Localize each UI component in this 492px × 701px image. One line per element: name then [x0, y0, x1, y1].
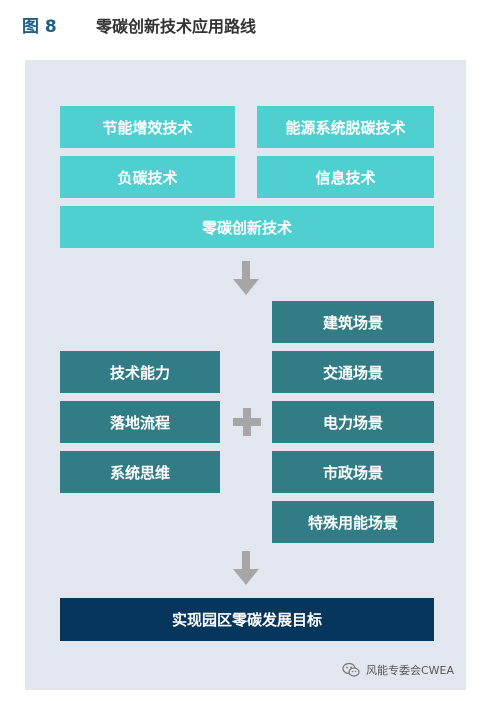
- tech-box-energy-efficiency: 节能增效技术: [60, 106, 235, 148]
- tech-box-energy-decarbonization: 能源系统脱碳技术: [257, 106, 434, 148]
- wechat-icon: [342, 662, 360, 677]
- figure-title: 零碳创新技术应用路线: [96, 17, 257, 36]
- goal-box: 实现园区零碳发展目标: [60, 598, 434, 641]
- down-arrow-icon: [233, 261, 259, 295]
- source-label: 风能专委会CWEA: [365, 664, 454, 677]
- tech-box-information: 信息技术: [257, 156, 434, 198]
- scenario-box-power: 电力场景: [272, 401, 434, 443]
- scenario-box-transport: 交通场景: [272, 351, 434, 393]
- capability-box-systems-thinking: 系统思维: [60, 451, 220, 493]
- down-arrow-icon: [233, 551, 259, 585]
- capability-box-tech: 技术能力: [60, 351, 220, 393]
- summary-box-zero-carbon-tech: 零碳创新技术: [60, 206, 434, 248]
- capability-box-process: 落地流程: [60, 401, 220, 443]
- scenario-box-special-energy: 特殊用能场景: [272, 501, 434, 543]
- tech-box-negative-carbon: 负碳技术: [60, 156, 235, 198]
- source-watermark: 风能专委会CWEA: [342, 662, 454, 678]
- figure-number: 图 8: [22, 17, 57, 37]
- scenario-box-municipal: 市政场景: [272, 451, 434, 493]
- diagram-panel: 节能增效技术 能源系统脱碳技术 负碳技术 信息技术 零碳创新技术 技术能力 落地…: [25, 60, 466, 690]
- scenario-box-building: 建筑场景: [272, 301, 434, 343]
- plus-icon: [233, 408, 261, 436]
